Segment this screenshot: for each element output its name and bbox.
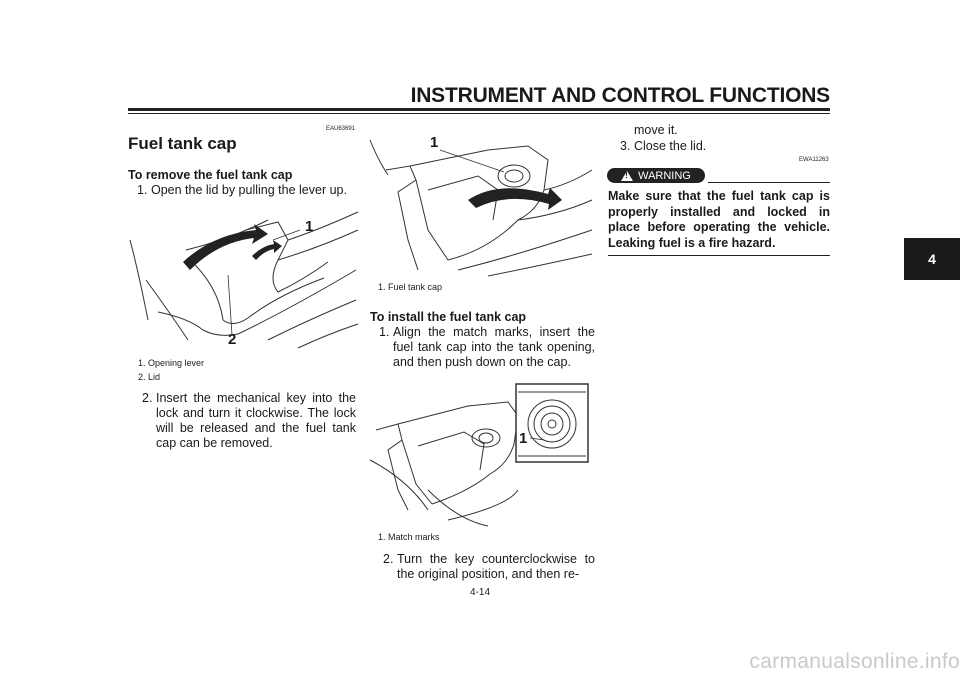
step-text: Close the lid. — [634, 139, 707, 153]
remove-step-2: 2. Insert the mechanical key into the lo… — [142, 391, 356, 453]
page-number: 4-14 — [469, 587, 490, 598]
figure-caption: 2. Lid — [138, 372, 161, 382]
install-heading: To install the fuel tank cap — [370, 310, 527, 324]
figure-caption: 1. Fuel tank cap — [378, 282, 443, 292]
warning-label: WARNING — [638, 169, 691, 182]
chapter-tab[interactable]: 4 — [904, 238, 960, 280]
page-header-title: INSTRUMENT AND CONTROL FUNCTIONS — [410, 84, 831, 107]
step-text: Turn the key counterclockwise to the ori… — [397, 552, 595, 581]
step-text: Open the lid by pulling the lever up. — [151, 183, 347, 197]
step-number: 3. — [620, 139, 631, 153]
header-rule — [128, 108, 830, 111]
figure-label: 2 — [228, 331, 237, 348]
section-code: EAU63691 — [326, 126, 356, 132]
install-step-2: 2. Turn the key counterclockwise to the … — [383, 552, 595, 584]
figure-label: 1 — [430, 134, 439, 151]
remove-heading: To remove the fuel tank cap — [128, 168, 293, 182]
step-number: 2. — [383, 552, 394, 566]
figure-label: 1 — [305, 218, 314, 235]
warning-bottom-rule — [608, 255, 830, 256]
warning-badge: WARNING — [607, 168, 705, 183]
install-step-1: 1. Align the match marks, insert the fue… — [379, 325, 595, 372]
header-rule-thin — [128, 113, 830, 114]
remove-step-1: 1. Open the lid by pulling the lever up. — [137, 183, 359, 199]
step-text: Insert the mechanical key into the lock … — [156, 391, 356, 450]
figure-caption: 1. Opening lever — [138, 358, 205, 368]
figure-fuel-tank-cap — [369, 139, 593, 277]
step-text: Align the match marks, insert the fuel t… — [393, 325, 595, 369]
install-step-3: 3. Close the lid. — [620, 139, 820, 155]
figure-label: 1 — [519, 430, 528, 447]
figure-match-marks — [369, 383, 589, 527]
warning-text: Make sure that the fuel tank cap is prop… — [608, 189, 830, 250]
warning-icon — [621, 170, 634, 181]
figure-opening-lever — [129, 211, 359, 349]
step-number: 1. — [379, 325, 390, 339]
step-number: 1. — [137, 183, 148, 197]
step-text-continued: move it. — [634, 123, 678, 137]
figure-caption: 1. Match marks — [378, 532, 440, 542]
warning-code: EWA11263 — [799, 157, 829, 163]
watermark: carmanualsonline.info — [749, 650, 960, 673]
warning-rule — [708, 182, 830, 183]
step-number: 2. — [142, 391, 153, 405]
section-title: Fuel tank cap — [128, 134, 237, 153]
